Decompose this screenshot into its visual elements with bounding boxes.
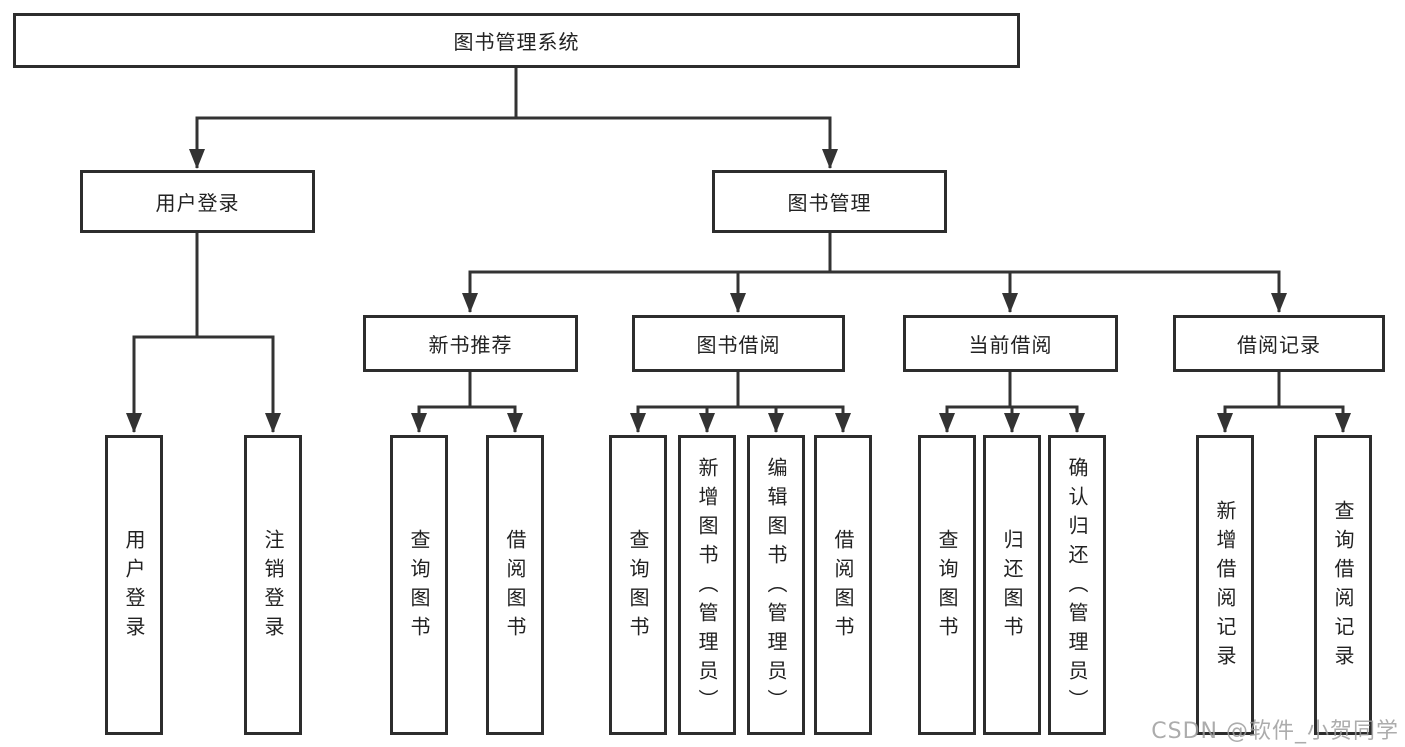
node-leaf-confirm-return-admin: 确认归还（管理员） <box>1048 435 1106 735</box>
node-leaf-add-books-admin: 新增图书（管理员） <box>678 435 736 735</box>
node-book-management: 图书管理 <box>712 170 947 233</box>
node-current-borrowing: 当前借阅 <box>903 315 1118 372</box>
node-new-book-recommendation: 新书推荐 <box>363 315 578 372</box>
node-leaf-logout: 注销登录 <box>244 435 302 735</box>
node-user-login: 用户登录 <box>80 170 315 233</box>
node-leaf-query-borrow-record: 查询借阅记录 <box>1314 435 1372 735</box>
node-leaf-edit-books-admin: 编辑图书（管理员） <box>747 435 805 735</box>
node-leaf-query-books-1: 查询图书 <box>390 435 448 735</box>
node-leaf-borrow-books-1: 借阅图书 <box>486 435 544 735</box>
node-leaf-return-books: 归还图书 <box>983 435 1041 735</box>
node-leaf-add-borrow-record: 新增借阅记录 <box>1196 435 1254 735</box>
node-root: 图书管理系统 <box>13 13 1020 68</box>
node-leaf-borrow-books-2: 借阅图书 <box>814 435 872 735</box>
csdn-watermark: CSDN @软件_小贺同学 <box>1151 719 1399 744</box>
node-leaf-query-books-2: 查询图书 <box>609 435 667 735</box>
node-leaf-user-login: 用户登录 <box>105 435 163 735</box>
node-borrowing-records: 借阅记录 <box>1173 315 1385 372</box>
node-book-borrowing: 图书借阅 <box>632 315 845 372</box>
node-leaf-query-books-3: 查询图书 <box>918 435 976 735</box>
